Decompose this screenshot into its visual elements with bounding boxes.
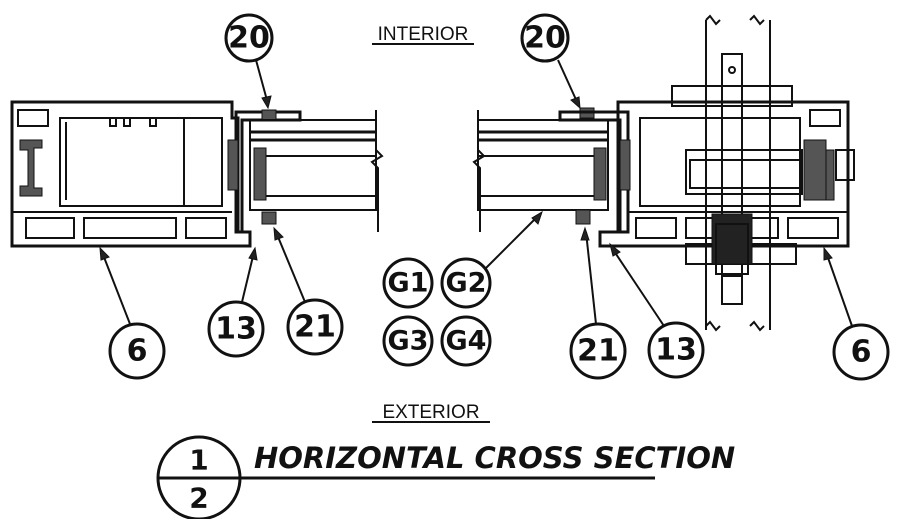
callout-g1: G1 — [382, 257, 434, 309]
svg-text:20: 20 — [228, 21, 270, 56]
callout-21-right: 21 — [569, 226, 627, 380]
exterior-label: EXTERIOR — [382, 402, 479, 423]
callout-6-left: 6 — [99, 246, 166, 380]
svg-text:13: 13 — [215, 312, 257, 347]
svg-text:G1: G1 — [388, 268, 429, 299]
svg-text:G2: G2 — [446, 268, 487, 299]
svg-text:20: 20 — [524, 21, 566, 56]
callout-13-right: 13 — [609, 242, 705, 379]
svg-text:G4: G4 — [446, 326, 487, 357]
svg-text:6: 6 — [851, 335, 872, 370]
svg-text:G3: G3 — [388, 326, 429, 357]
svg-text:6: 6 — [127, 334, 148, 369]
callout-6-right: 6 — [823, 246, 890, 381]
svg-text:13: 13 — [655, 333, 697, 368]
left-frame-assembly — [10, 100, 384, 248]
callout-g4: G4 — [440, 315, 492, 367]
svg-text:21: 21 — [577, 334, 619, 369]
svg-text:21: 21 — [294, 310, 336, 345]
callout-20-right: 20 — [520, 13, 581, 110]
interior-label: INTERIOR — [378, 24, 469, 45]
callout-13-left: 13 — [207, 246, 265, 358]
callout-g2: G2 — [440, 210, 543, 309]
callout-20-left: 20 — [224, 13, 274, 110]
callout-21-left: 21 — [273, 226, 344, 356]
sheet-number: 2 — [189, 482, 208, 515]
lock-hardware-assembly — [671, 14, 827, 332]
detail-number: 1 — [189, 444, 208, 477]
drawing-title: HORIZONTAL CROSS SECTION — [254, 441, 735, 475]
callout-g3: G3 — [382, 315, 434, 367]
title-block: 1 2 HORIZONTAL CROSS SECTION — [156, 435, 735, 519]
